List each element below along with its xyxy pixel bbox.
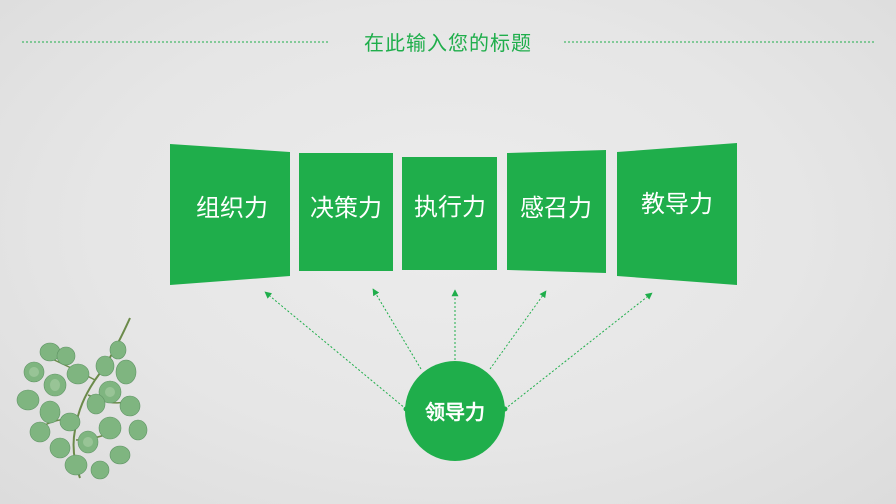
page-title: 在此输入您的标题: [0, 27, 896, 56]
arrow-4: [489, 290, 547, 370]
arrow-5: [504, 292, 653, 410]
arrow-2: [372, 288, 422, 370]
box-3-label: 执行力: [414, 193, 486, 221]
box-5-label: 教导力: [641, 190, 713, 218]
center-label: 领导力: [425, 400, 485, 424]
box-1-label: 组织力: [196, 194, 268, 222]
box-4-label: 感召力: [520, 194, 592, 222]
box-4: [507, 150, 606, 273]
center-circle: [405, 361, 505, 461]
box-5: [617, 143, 737, 285]
box-3: [402, 157, 497, 270]
eucalyptus-branch-icon: [16, 317, 148, 480]
box-2-label: 决策力: [310, 194, 382, 222]
box-2: [299, 153, 393, 271]
page-title-text: 在此输入您的标题: [364, 31, 532, 55]
box-1: [170, 144, 290, 285]
arrow-1: [264, 291, 407, 410]
